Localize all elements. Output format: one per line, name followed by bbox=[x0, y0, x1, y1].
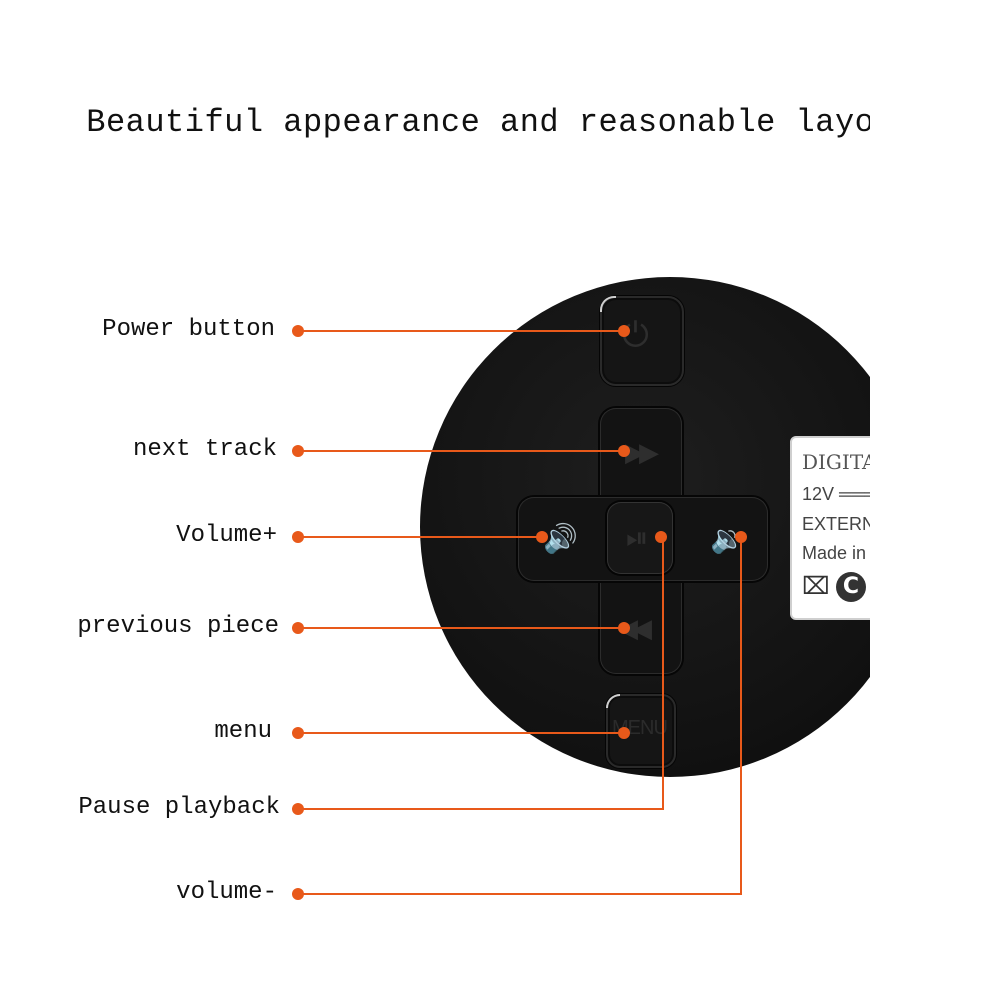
dot-volume-plus-end bbox=[536, 531, 548, 543]
dot-previous-piece-end bbox=[618, 622, 630, 634]
dot-power-end bbox=[618, 325, 630, 337]
dot-volume-minus-end bbox=[735, 531, 747, 543]
image-crop-edge bbox=[870, 0, 1000, 1000]
menu-button-highlight bbox=[606, 694, 620, 708]
dot-next-track-end bbox=[618, 445, 630, 457]
dot-menu-start bbox=[292, 727, 304, 739]
weee-bin-icon: ⌧ bbox=[802, 572, 830, 600]
sticker-line-4: Made in C bbox=[802, 543, 885, 563]
certification-c-icon: C bbox=[836, 572, 866, 602]
label-volume-plus: Volume+ bbox=[176, 522, 277, 549]
dot-volume-plus-start bbox=[292, 531, 304, 543]
sticker-line-2: 12V ═══1 bbox=[802, 484, 888, 504]
label-next-track: next track bbox=[132, 436, 277, 463]
dot-menu-end bbox=[618, 727, 630, 739]
dot-next-track-start bbox=[292, 445, 304, 457]
dot-volume-minus-start bbox=[292, 888, 304, 900]
sticker-line-3: EXTERN bbox=[802, 514, 876, 534]
sticker-line-1: DIGITA bbox=[802, 450, 877, 474]
dot-pause-playback-start bbox=[292, 803, 304, 815]
label-power-button: Power button bbox=[102, 316, 275, 343]
label-menu: menu bbox=[214, 718, 272, 745]
dot-power-start bbox=[292, 325, 304, 337]
power-button-highlight bbox=[600, 296, 616, 312]
play-pause-icon: ⏯ bbox=[626, 521, 649, 554]
dot-pause-playback-end bbox=[655, 531, 667, 543]
label-volume-minus: volume- bbox=[176, 879, 277, 906]
volume-up-icon: 🔊 bbox=[543, 522, 578, 555]
label-pause-playback: Pause playback bbox=[78, 794, 280, 821]
label-previous-piece: previous piece bbox=[77, 613, 279, 640]
leader-volume-minus bbox=[298, 537, 742, 895]
leader-pause-playback bbox=[298, 537, 664, 810]
dot-previous-piece-start bbox=[292, 622, 304, 634]
page-title: Beautiful appearance and reasonable layo… bbox=[86, 104, 914, 141]
